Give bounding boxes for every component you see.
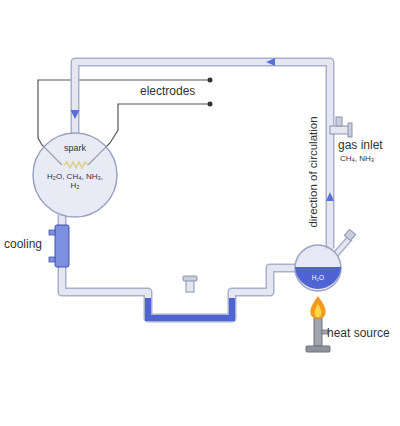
burner [306,318,330,352]
terminal [208,102,213,107]
flask-outline [294,244,342,292]
flow-arrow [266,58,275,66]
terminal [208,78,213,83]
tube-wall [75,62,330,248]
boiling-flask: H₂O [294,244,342,292]
flow-arrow [326,192,334,201]
tube-bore [62,215,295,318]
glass-tube [62,215,295,318]
reaction-flask: sparkH₂O, CH₄, NH₃, H₂ [32,132,118,218]
stopcock [183,276,197,292]
arrowhead [71,110,80,119]
flask-label: spark [45,143,105,153]
gas-inlet-valve [330,117,352,137]
flame [310,296,325,319]
tube-bore [75,62,330,248]
part-label: cooling [4,238,42,252]
tube-wall [62,215,295,318]
flow-label: direction of circulation [307,116,320,227]
trap-water [148,298,232,318]
flask-side-arm [336,229,356,254]
condenser [49,225,69,267]
flask-body [295,245,341,291]
part-label: electrodes [140,85,195,99]
flask-body [33,133,117,217]
part-label: gas inlet [338,139,383,153]
water [295,267,341,289]
formula-text: CH₄, NH₃ [340,154,374,163]
formula-text: H₂O [303,274,333,281]
part-label: heat source [327,327,390,341]
formula-text: H₂O, CH₄, NH₃, H₂ [46,172,104,190]
